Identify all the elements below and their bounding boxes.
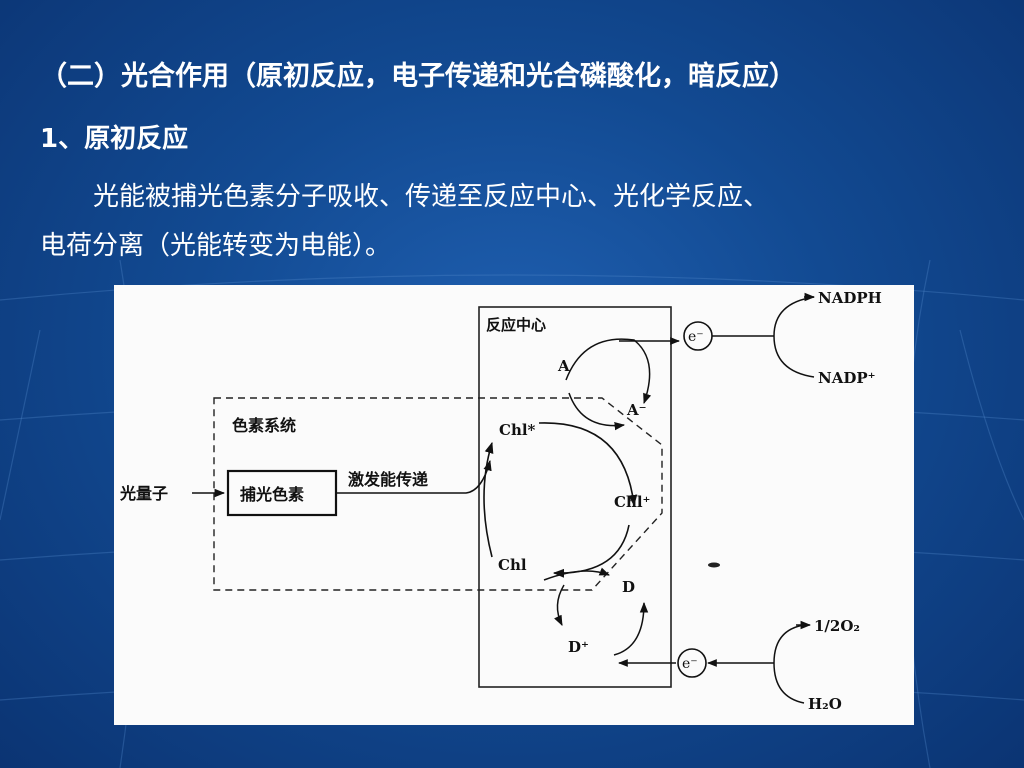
acceptor-reduced-label: A⁻	[626, 401, 647, 419]
energy-transfer-arrow	[336, 459, 492, 494]
primary-reaction-diagram: 反应中心 色素系统 光量子 捕光色素 激发能传递 Chl* Chl⁺ Chl A…	[114, 285, 914, 725]
donor-label: D	[622, 578, 635, 596]
electron-bottom-circle	[677, 648, 707, 678]
nadp-branch	[773, 296, 815, 378]
reaction-center-label: 反应中心	[486, 316, 546, 334]
acceptor-cycle-arc	[565, 338, 652, 404]
acceptor-label: A	[557, 357, 570, 375]
donor-oxidize-arc	[554, 584, 565, 626]
section-heading: 1、原初反应	[40, 124, 189, 154]
chl-cycle-bottom-arc	[552, 524, 630, 578]
nadph-label: NADPH	[818, 289, 882, 307]
nadp-label: NADP⁺	[818, 369, 876, 387]
slide-title: （二）光合作用（原初反应，电子传递和光合磷酸化，暗反应）	[40, 61, 796, 92]
donor-regenerate-arc	[613, 601, 649, 656]
water-branch	[773, 624, 805, 704]
chl-excited-label: Chl*	[499, 421, 536, 439]
chl-cycle-left-arc	[483, 441, 494, 558]
electron-bottom-label: e⁻	[682, 656, 698, 672]
paragraph-line-1: 光能被捕光色素分子吸收、传递至反应中心、光化学反应、	[93, 182, 770, 212]
chl-oxidized-label: Chl⁺	[614, 493, 650, 511]
reaction-center-box	[478, 306, 672, 688]
donor-cycle-arc	[543, 567, 610, 581]
oxygen-label: 1/2O₂	[814, 617, 860, 635]
light-quantum-label: 光量子	[119, 484, 168, 503]
electron-top-label: e⁻	[688, 329, 704, 345]
pigment-system-box	[213, 397, 663, 591]
paragraph-line-2: 电荷分离（光能转变为电能）。	[40, 231, 392, 261]
water-label: H₂O	[808, 695, 842, 713]
chl-ground-label: Chl	[498, 556, 527, 574]
ink-speck	[708, 562, 720, 568]
antenna-pigment-label: 捕光色素	[240, 485, 304, 504]
chl-cycle-right-arc	[538, 422, 638, 507]
acceptor-reduce-arc	[568, 392, 626, 431]
pigment-system-label: 色素系统	[232, 416, 296, 435]
energy-transfer-label: 激发能传递	[348, 470, 428, 489]
donor-oxidized-label: D⁺	[568, 638, 589, 656]
